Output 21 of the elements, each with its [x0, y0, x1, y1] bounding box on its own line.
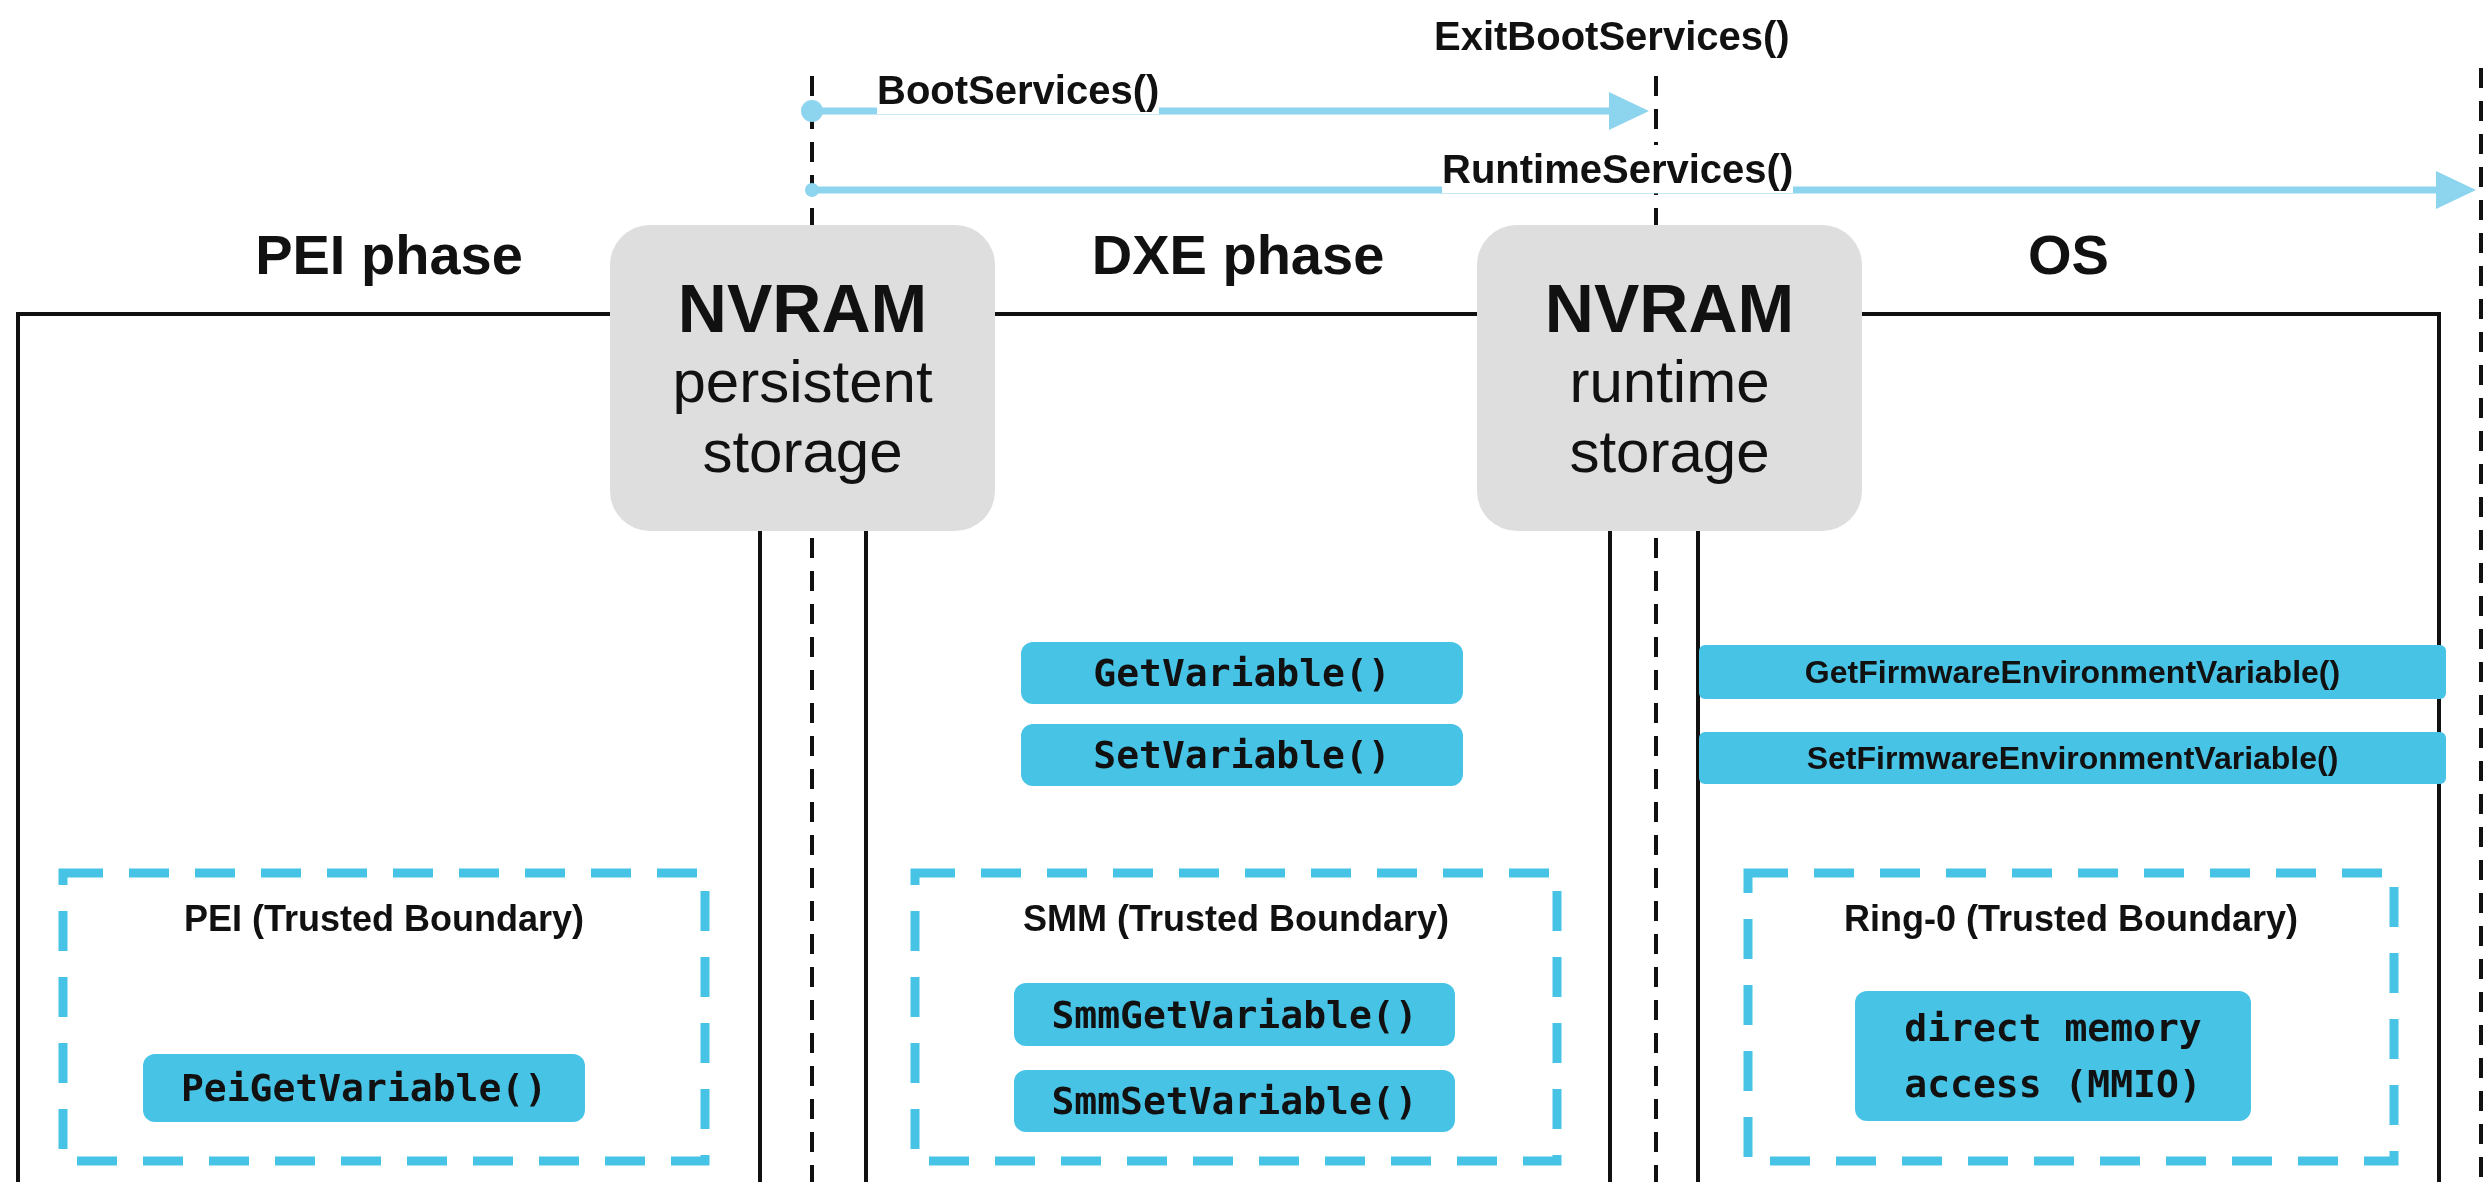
storage-title: NVRAM: [677, 269, 928, 347]
function-box: PeiGetVariable(): [143, 1054, 585, 1122]
phase-title: DXE phase: [1090, 222, 1386, 288]
function-box: GetVariable(): [1021, 642, 1463, 704]
storage-box: [1477, 225, 1862, 531]
function-box: SmmGetVariable(): [1014, 983, 1455, 1046]
storage-subtitle: persistent storage: [671, 347, 934, 487]
function-box: GetFirmwareEnvironmentVariable(): [1699, 645, 2446, 699]
storage-box: [610, 225, 995, 531]
function-box: SetVariable(): [1021, 724, 1463, 786]
phase-title: PEI phase: [254, 222, 524, 288]
function-box: SetFirmwareEnvironmentVariable(): [1699, 732, 2446, 784]
boundary-label: SMM (Trusted Boundary): [1022, 897, 1450, 941]
service-label: RuntimeServices(): [1442, 145, 1794, 193]
phase-title: OS: [2027, 222, 2110, 288]
storage-title: NVRAM: [1544, 269, 1795, 347]
boundary-label: PEI (Trusted Boundary): [182, 897, 585, 941]
storage-subtitle: runtime storage: [1568, 347, 1771, 487]
function-box: SmmSetVariable(): [1014, 1070, 1455, 1132]
boundary-label: Ring-0 (Trusted Boundary): [1843, 897, 2299, 941]
function-box: direct memory access (MMIO): [1855, 991, 2251, 1121]
